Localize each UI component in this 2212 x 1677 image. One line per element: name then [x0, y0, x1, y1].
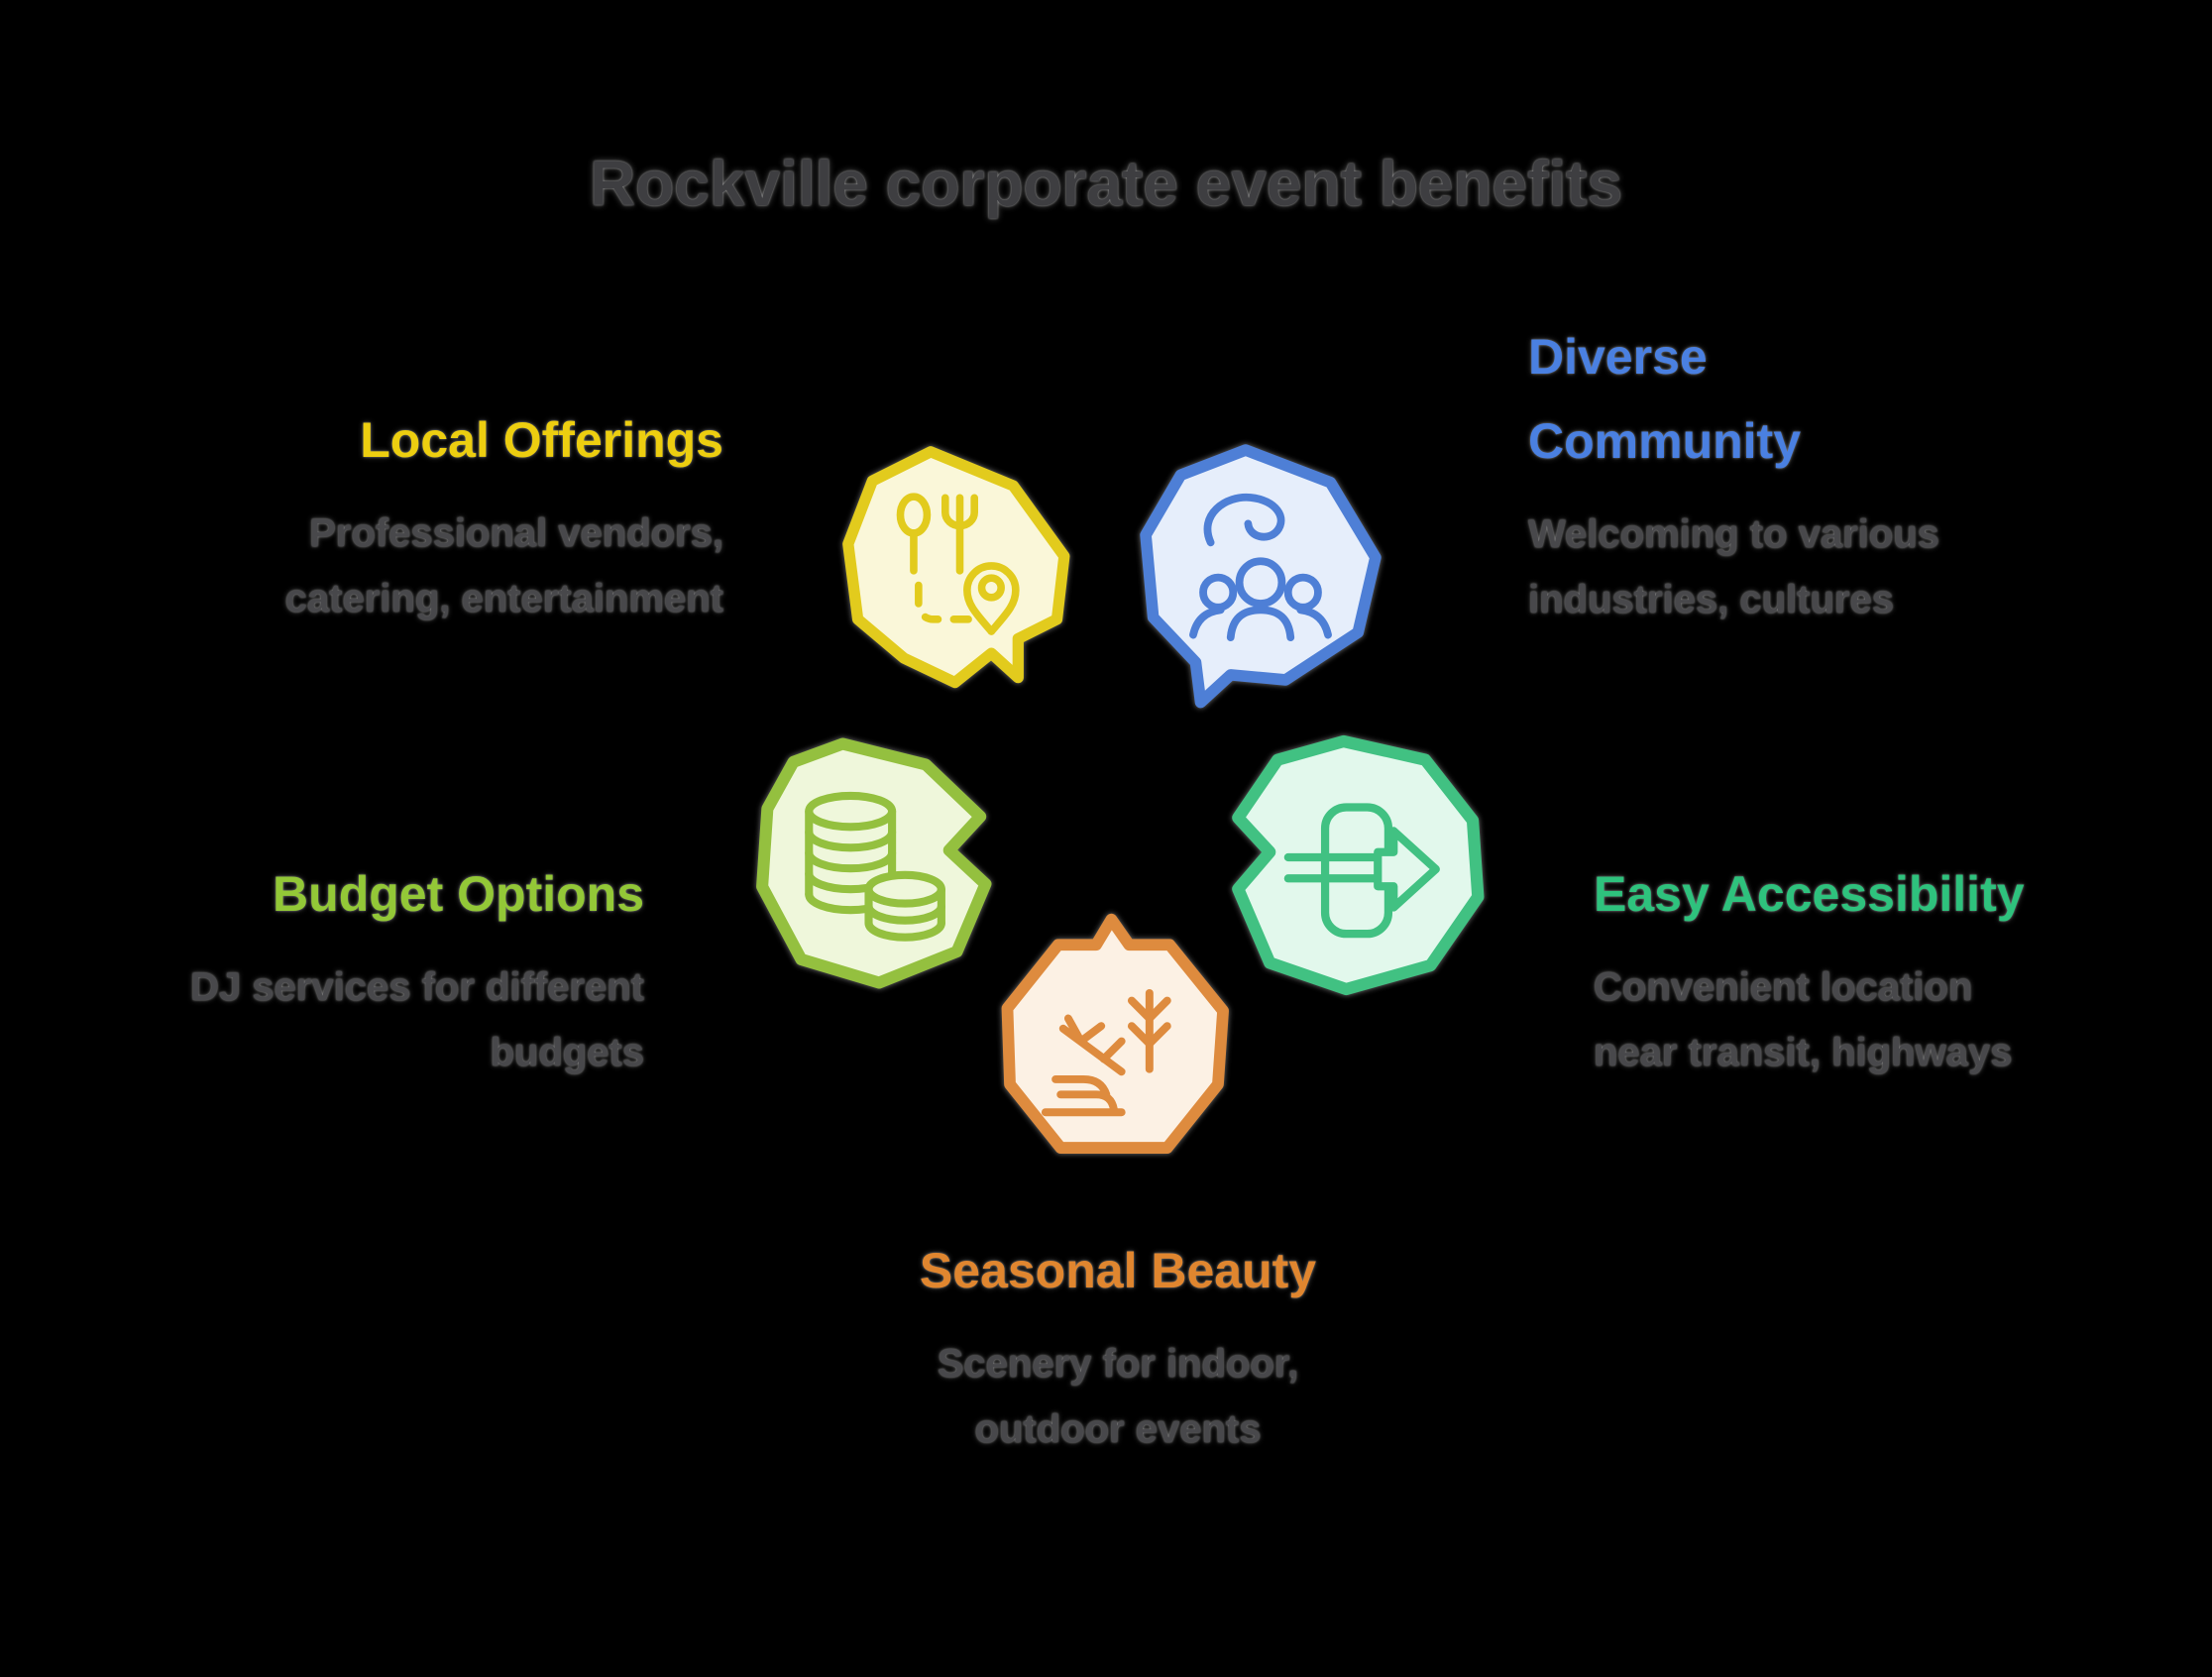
benefit-heading-seasonal-beauty: Seasonal Beauty — [919, 1243, 1317, 1298]
benefit-block-seasonal-beauty: Seasonal Beauty Scenery for indoor, outd… — [811, 1229, 1425, 1462]
budget-options-badge — [756, 737, 992, 989]
benefit-block-diverse-community: Diverse Community Welcoming to various i… — [1528, 315, 2093, 632]
benefit-heading-budget-options: Budget Options — [273, 866, 644, 922]
food-location-icon — [896, 493, 1020, 635]
page-title: Rockville corporate event benefits — [589, 148, 1623, 219]
benefit-description-seasonal-beauty: Scenery for indoor, outdoor events — [937, 1342, 1299, 1451]
community-icon — [1189, 493, 1332, 641]
benefit-description-diverse-community: Welcoming to various industries, culture… — [1528, 512, 1939, 621]
door-exit-icon — [1283, 803, 1440, 939]
benefit-description-easy-accessibility: Convenient location near transit, highwa… — [1594, 965, 2013, 1074]
benefit-block-easy-accessibility: Easy Accessibility Convenient location n… — [1594, 852, 2168, 1085]
seasonal-beauty-badge — [1001, 913, 1229, 1154]
plants-icon — [1041, 988, 1171, 1117]
benefit-block-local-offerings: Local Offerings Professional vendors, ca… — [139, 398, 723, 631]
benefit-description-budget-options: DJ services for different budgets — [190, 965, 644, 1074]
benefit-block-budget-options: Budget Options DJ services for different… — [89, 852, 644, 1085]
easy-accessibility-badge — [1232, 734, 1485, 996]
local-offerings-badge — [842, 446, 1070, 689]
hexagon-shape — [1140, 444, 1382, 709]
benefit-heading-easy-accessibility: Easy Accessibility — [1594, 866, 2025, 922]
hexagon-shape — [1232, 734, 1485, 996]
exit-arrow — [1374, 827, 1440, 912]
benefit-heading-diverse-community: Diverse Community — [1528, 329, 1801, 469]
benefit-description-local-offerings: Professional vendors, catering, entertai… — [284, 511, 723, 620]
coin-stack-icon — [805, 791, 945, 942]
diverse-community-badge — [1140, 444, 1382, 709]
benefit-heading-local-offerings: Local Offerings — [360, 412, 723, 468]
